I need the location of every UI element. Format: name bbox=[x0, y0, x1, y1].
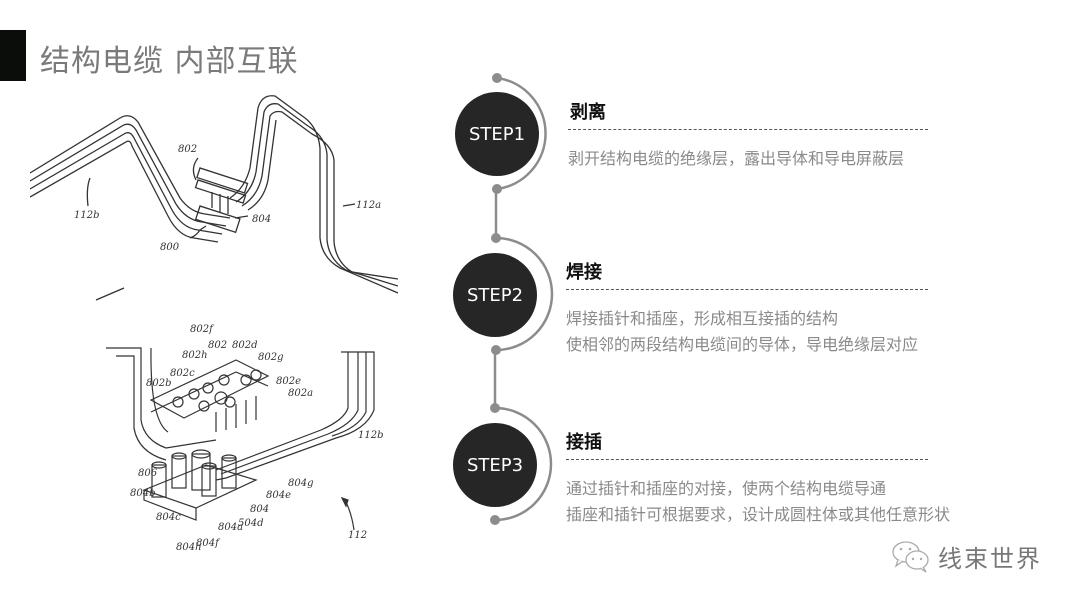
timeline-dot bbox=[490, 515, 500, 525]
step2-line-1: 焊接插针和插座，形成相互接插的结构 bbox=[566, 309, 839, 328]
step2-badge: STEP2 bbox=[453, 253, 537, 337]
step2-heading: 焊接 bbox=[566, 262, 602, 283]
step2-line-2: 使相邻的两段结构电缆间的导体，导电绝缘层对应 bbox=[566, 335, 919, 354]
timeline-dot bbox=[492, 73, 502, 83]
cable-interconnect-drawing-bottom: 802f 802 802d 802h 802c 802g 802b 802e 8… bbox=[106, 324, 384, 553]
brand-watermark: 线束世界 bbox=[890, 538, 1042, 574]
figure-label: 804 bbox=[252, 214, 271, 225]
step3-divider bbox=[566, 459, 928, 460]
figure-label: 804 bbox=[250, 504, 269, 515]
step2-description: 焊接插针和插座，形成相互接插的结构 使相邻的两段结构电缆间的导体，导电绝缘层对应 bbox=[566, 306, 918, 358]
cable-interconnect-drawing-top: 802 804 800 112b 112a bbox=[30, 95, 398, 301]
figure-label: 802h bbox=[182, 350, 208, 361]
page-title: 结构电缆 内部互联 bbox=[40, 44, 299, 79]
figure-label: 802a bbox=[288, 388, 313, 399]
wechat-icon bbox=[892, 541, 929, 573]
figure-label: 112a bbox=[356, 200, 381, 211]
figure-label: 112 bbox=[348, 530, 367, 541]
timeline-dot bbox=[490, 403, 500, 413]
step1-heading: 剥离 bbox=[570, 102, 606, 123]
timeline-dot bbox=[492, 184, 502, 194]
figure-label: 804b bbox=[130, 488, 156, 499]
figure-label: 806 bbox=[138, 468, 158, 479]
step3-description: 通过插针和插座的对接，使两个结构电缆导通 插座和插针可根据要求，设计成圆柱体或其… bbox=[566, 476, 950, 528]
figure-label: 802f bbox=[190, 324, 215, 335]
figure-label: 802 bbox=[208, 340, 227, 351]
step1-badge: STEP1 bbox=[455, 92, 539, 176]
step1-divider bbox=[568, 129, 928, 130]
figure-label: 802d bbox=[232, 340, 258, 351]
figure-label: 804a bbox=[218, 522, 243, 533]
timeline-dot bbox=[491, 345, 501, 355]
step3-heading: 接插 bbox=[566, 432, 602, 453]
figure-label: 112b bbox=[74, 210, 100, 221]
figure-label: 804e bbox=[266, 490, 291, 501]
figure-label: 802b bbox=[146, 378, 172, 389]
figure-label: 504d bbox=[238, 518, 264, 529]
step2-divider bbox=[566, 289, 928, 290]
figure-label: 804c bbox=[156, 512, 181, 523]
step3-line-2: 插座和插针可根据要求，设计成圆柱体或其他任意形状 bbox=[566, 505, 951, 524]
step1-description: 剥开结构电缆的绝缘层，露出导体和导电屏蔽层 bbox=[568, 146, 904, 172]
figure-label: 804f bbox=[196, 538, 221, 549]
timeline-dot bbox=[491, 233, 501, 243]
figure-label: 804h bbox=[176, 542, 202, 553]
brand-name: 线束世界 bbox=[938, 544, 1042, 573]
patent-figure-bottom: 802f 802 802d 802h 802c 802g 802b 802e 8… bbox=[96, 320, 396, 560]
title-accent-bar bbox=[0, 30, 26, 81]
step1-line-1: 剥开结构电缆的绝缘层，露出导体和导电屏蔽层 bbox=[568, 149, 905, 168]
step3-badge: STEP3 bbox=[453, 423, 537, 507]
figure-label: 802e bbox=[276, 376, 301, 387]
figure-label: 800 bbox=[160, 242, 180, 253]
figure-label: 802c bbox=[170, 368, 195, 379]
step3-line-1: 通过插针和插座的对接，使两个结构电缆导通 bbox=[566, 479, 887, 498]
figure-label: 802 bbox=[178, 144, 197, 155]
figure-label: 802g bbox=[258, 352, 284, 363]
patent-figure-top: 802 804 800 112b 112a bbox=[30, 88, 398, 303]
figure-label: 804g bbox=[288, 478, 314, 489]
figure-label: 112b bbox=[358, 430, 384, 441]
